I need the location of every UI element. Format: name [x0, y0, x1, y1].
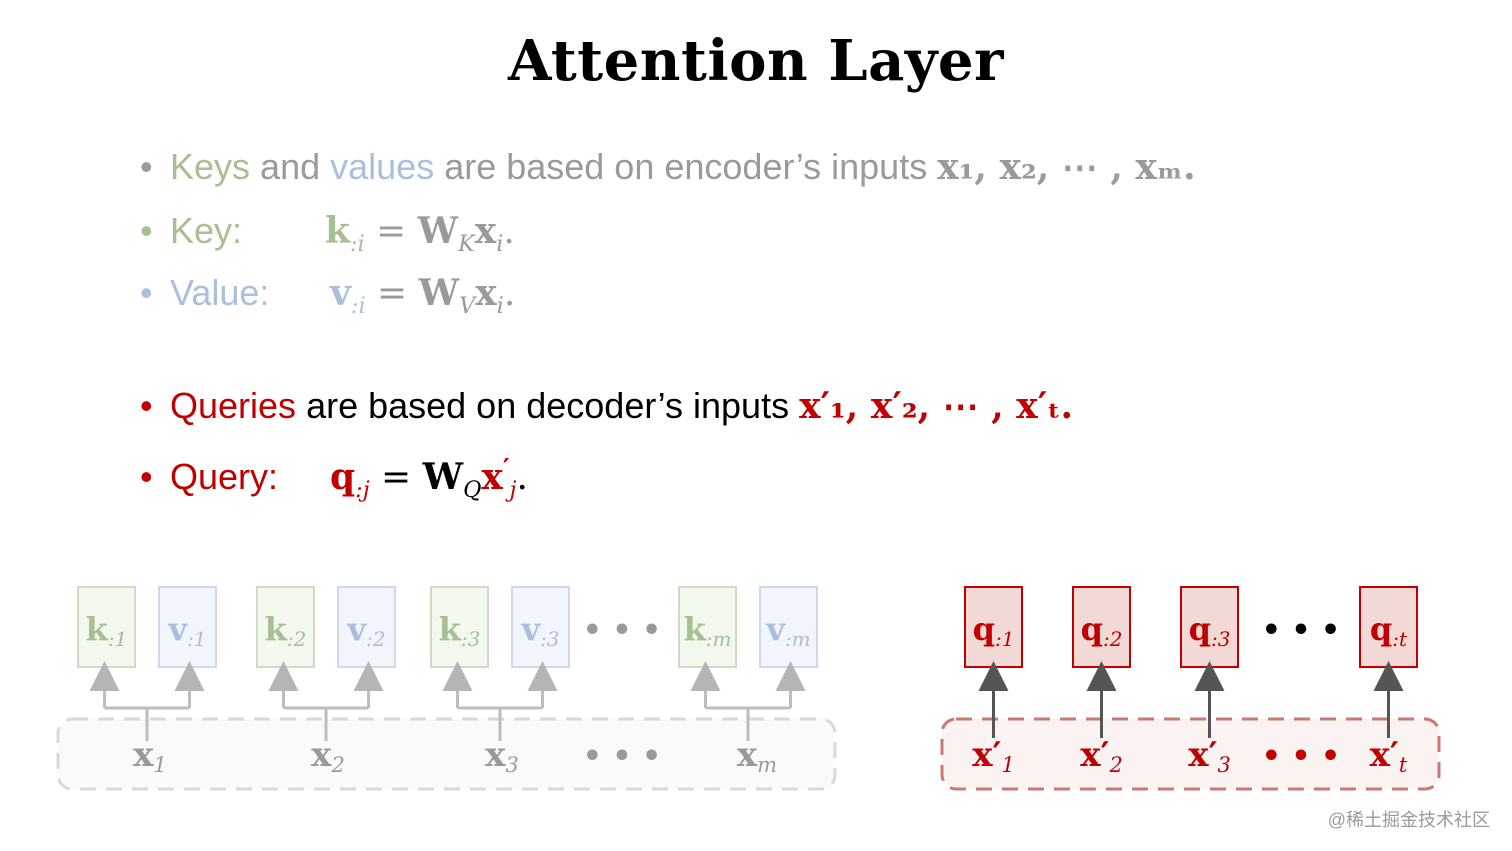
- value-box: [759, 586, 818, 668]
- key-label: Key:: [170, 210, 243, 251]
- encoder-group-2: k:2 v:2 x2: [256, 586, 396, 777]
- encoder-desc: are based on encoder’s inputs: [434, 146, 938, 187]
- bullet-value: •Value:v:i = WVxi.: [140, 272, 516, 319]
- bullet-key: •Key:k:i = WKxi.: [140, 210, 515, 257]
- encoder-input-label: x1: [133, 735, 167, 777]
- value-box: [158, 586, 217, 668]
- decoder-top-ellipsis: • • •: [1262, 613, 1340, 648]
- branch-line: [457, 706, 543, 741]
- decoder-input-label: x′2: [1080, 735, 1123, 777]
- encoder-inputs-formula: x₁, x₂, ⋯ , xₘ.: [937, 146, 1196, 188]
- key-formula: k:i = WKxi.: [325, 210, 515, 257]
- decoder-item-4: q:t x′t: [1359, 586, 1418, 777]
- encoder-group-4: k:m v:m xm: [678, 586, 818, 777]
- key-box: [256, 586, 315, 668]
- value-box: [511, 586, 570, 668]
- value-label: v:1: [167, 610, 206, 651]
- decoder-items: q:1 x′1 q:2 x′2 q:3 x′3 q:t x′t: [964, 586, 1418, 777]
- decoder-item-3: q:3 x′3: [1180, 586, 1239, 777]
- query-box: [1072, 586, 1131, 668]
- encoder-input-label: x3: [485, 735, 519, 777]
- branch-line: [283, 706, 369, 741]
- decoder-item-1: q:1 x′1: [964, 586, 1023, 777]
- keys-word: Keys: [170, 146, 251, 187]
- query-box: [1359, 586, 1418, 668]
- encoder-input-label: xm: [737, 735, 777, 777]
- encoder-group-1: k:1 v:1 x1: [77, 586, 217, 777]
- branch-line: [705, 706, 791, 741]
- value-label: Value:: [170, 272, 270, 313]
- slide-title: Attention Layer: [507, 28, 1005, 94]
- decoder-input-label: x′1: [972, 735, 1015, 777]
- encoder-group-3: k:3 v:3 x3: [430, 586, 570, 777]
- key-label: k:2: [265, 610, 307, 651]
- decoder-desc: are based on decoder’s inputs: [296, 385, 800, 426]
- query-label: Query:: [170, 455, 279, 497]
- values-word: values: [330, 146, 435, 187]
- decoder-input-box: [940, 717, 1441, 791]
- key-label: k:m: [684, 610, 732, 651]
- encoder-input-box: [56, 717, 837, 791]
- decoder-inputs-formula: x′₁, x′₂, ⋯ , x′ₜ.: [799, 385, 1074, 427]
- query-label: q:3: [1189, 610, 1231, 651]
- key-label: k:3: [439, 610, 481, 651]
- and-word: and: [250, 146, 331, 187]
- encoder-input-label: x2: [311, 735, 345, 777]
- value-formula: v:i = WVxi.: [330, 272, 516, 319]
- key-box: [430, 586, 489, 668]
- decoder-input-label: x′t: [1370, 735, 1408, 777]
- decoder-bottom-ellipsis: • • •: [1262, 739, 1340, 774]
- bullet-query: •Query:q:j = WQx′j.: [140, 452, 528, 503]
- bullet-keys-values: •Keys and values are based on encoder’s …: [140, 146, 1196, 188]
- decoder-input-label: x′3: [1188, 735, 1231, 777]
- query-label: q:2: [1081, 610, 1123, 651]
- key-label: k:1: [86, 610, 128, 651]
- value-label: v:3: [520, 610, 559, 651]
- value-label: v:m: [765, 610, 810, 651]
- watermark: @稀土掘金技术社区: [1327, 810, 1490, 830]
- query-label: q:t: [1370, 610, 1408, 651]
- value-label: v:2: [346, 610, 385, 651]
- encoder-groups: k:1 v:1 x1 k:2 v:2 x2 k:3 v:3 x3 k:m v:m xm: [77, 586, 818, 777]
- query-formula: q:j = WQx′j.: [330, 452, 528, 503]
- encoder-bottom-ellipsis: • • •: [583, 739, 661, 774]
- key-box: [77, 586, 136, 668]
- encoder-top-ellipsis: • • •: [583, 613, 661, 648]
- decoder-item-2: q:2 x′2: [1072, 586, 1131, 777]
- queries-word: Queries: [170, 385, 297, 426]
- query-label: q:1: [973, 610, 1015, 651]
- bullet-queries: •Queries are based on decoder’s inputs x…: [140, 385, 1074, 427]
- key-box: [678, 586, 737, 668]
- branch-line: [104, 706, 190, 741]
